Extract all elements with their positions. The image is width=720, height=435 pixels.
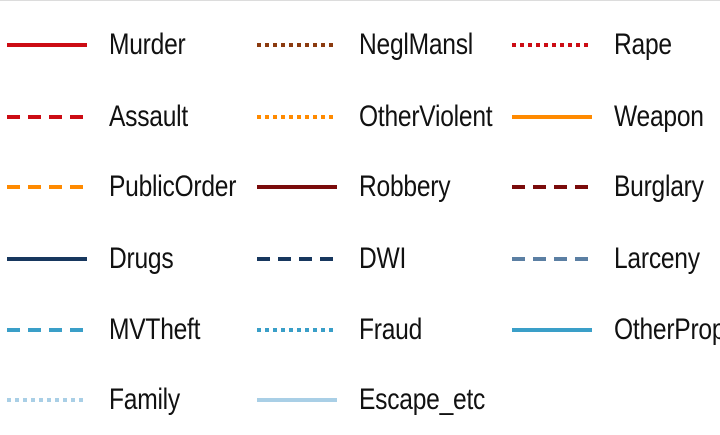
legend-line-key — [257, 185, 337, 189]
legend-line-key — [257, 328, 337, 332]
legend-label: MVTheft — [109, 313, 201, 346]
legend-line-key — [7, 328, 87, 332]
legend-line-key — [7, 43, 87, 47]
top-divider — [0, 0, 720, 1]
legend-line-key — [257, 257, 337, 261]
legend-label: Weapon — [614, 100, 704, 133]
legend-label: OtherViolent — [359, 100, 493, 133]
legend-label: Drugs — [109, 242, 174, 275]
legend-line-key — [512, 43, 592, 47]
legend-label: PublicOrder — [109, 170, 237, 203]
legend-label: Larceny — [614, 242, 700, 275]
legend-label: Rape — [614, 28, 672, 61]
legend-label: OtherProp — [614, 313, 720, 346]
legend-line-key — [7, 115, 87, 119]
legend-line-key — [7, 257, 87, 261]
legend-label: Murder — [109, 28, 186, 61]
legend-line-key — [512, 185, 592, 189]
legend-line-key — [7, 398, 87, 402]
legend-line-key — [257, 398, 337, 402]
legend-label: Assault — [109, 100, 188, 133]
legend-line-key — [257, 43, 337, 47]
legend-line-key — [512, 115, 592, 119]
legend-label: DWI — [359, 242, 407, 275]
legend-label: Burglary — [614, 170, 704, 203]
legend-label: Escape_etc — [359, 383, 486, 416]
legend-label: NeglMansl — [359, 28, 474, 61]
legend-line-key — [257, 115, 337, 119]
legend-line-key — [7, 185, 87, 189]
legend-line-key — [512, 257, 592, 261]
legend-label: Fraud — [359, 313, 423, 346]
legend-label: Family — [109, 383, 180, 416]
legend-line-key — [512, 328, 592, 332]
legend-label: Robbery — [359, 170, 451, 203]
